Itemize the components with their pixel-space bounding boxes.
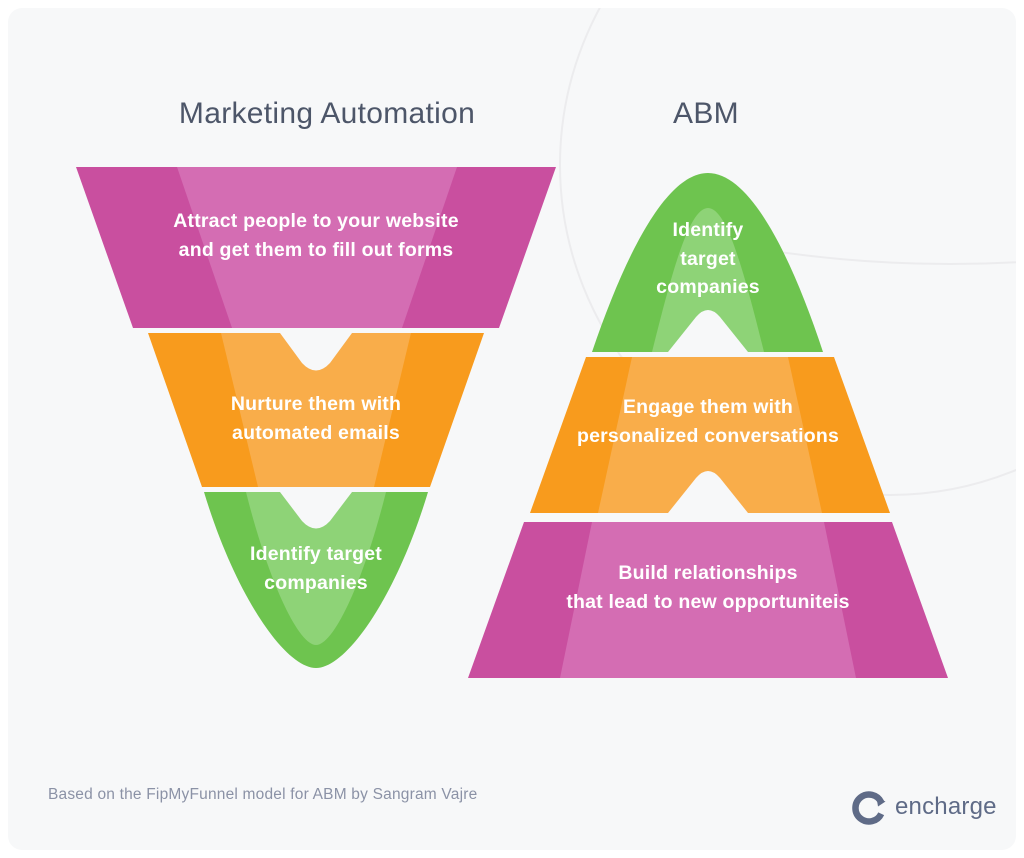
ma-stage-2-notch [280,333,352,371]
abm-stage-1-notch [668,310,748,352]
abm-stage-1-highlight [652,208,764,352]
ma-stage-3-label: Identify target companies [250,543,382,594]
ma-stage-2-highlight [221,333,411,487]
decorative-arc-flat [690,8,1016,265]
ma-stage-1-highlight [177,167,457,328]
encharge-logo-icon [852,791,886,825]
abm-pyramid [468,173,948,678]
decorative-arc-large [559,8,1016,496]
ma-stage-2-label: Nurture them with automated emails [230,393,402,444]
logo-wordmark: encharge [895,793,997,820]
right-column-title: ABM [673,97,739,130]
left-column-title: Marketing Automation [178,97,476,130]
logo-arrowhead [876,797,886,807]
attribution-caption: Based on the FipMyFunnel model for ABM b… [48,786,478,803]
ma-stage-3-notch [280,492,352,529]
card-background [8,8,1016,850]
encharge-logo: encharge [849,787,997,827]
abm-stage-3-highlight [560,522,856,678]
marketing-automation-funnel [76,167,556,668]
abm-stage-2-highlight [598,357,822,513]
ma-stage-3-highlight [246,492,386,645]
ma-stage-1-label: Attract people to your website and get t… [173,210,459,261]
abm-stage-2-notch [668,471,748,513]
abm-stage-2-label: Engage them with personalized conversati… [576,396,840,447]
abm-stage-1-label: Identify target companies [656,219,760,298]
abm-stage-3-label: Build relationships that lead to new opp… [566,562,850,613]
